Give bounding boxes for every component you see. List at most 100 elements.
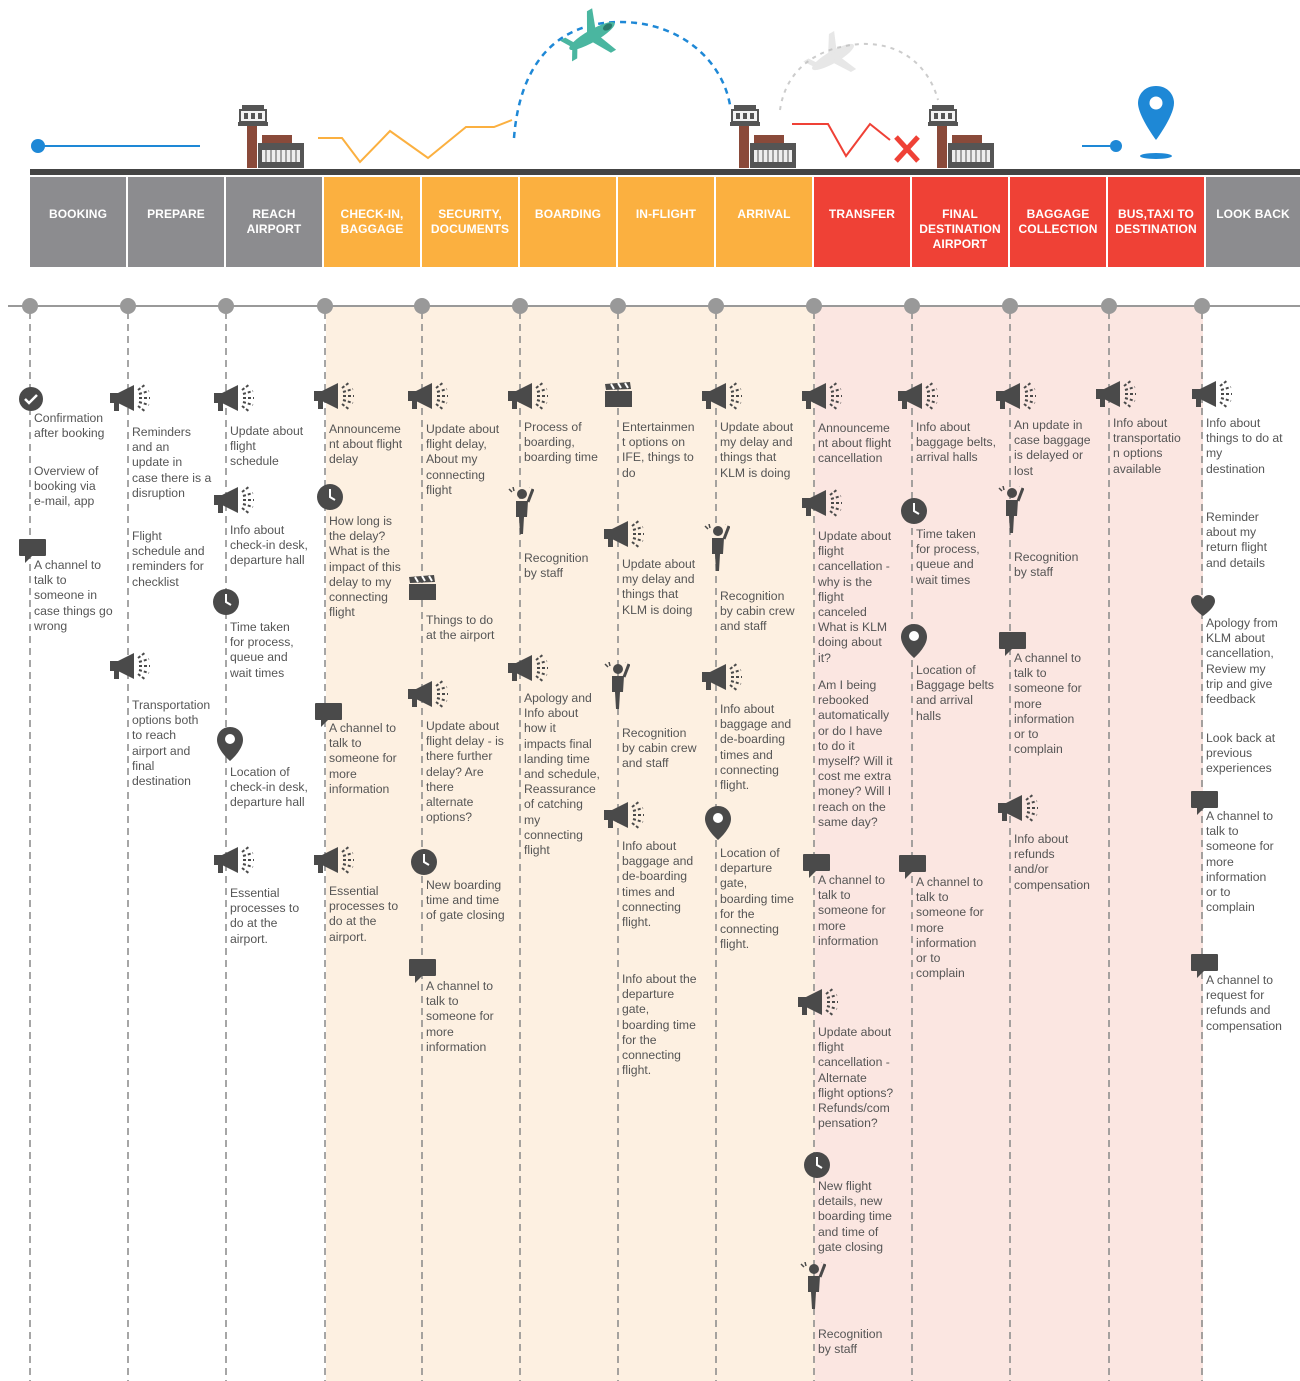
touchpoint-label: Look back at previous experiences [1206,731,1276,776]
stage-label: BUS,TAXI TO DESTINATION [1115,207,1197,236]
touchpoint-text: Recognition by cabin crew and staff [720,589,812,635]
timeline-node [904,298,920,314]
touchpoint-text: Location of Baggage belts and arrival ha… [916,663,1008,724]
touchpoint-text: A channel to request for refunds and com… [1206,973,1298,1034]
airplane-icon [560,8,617,62]
stage-transfer: TRANSFER [814,177,910,267]
megaphone-icon [1188,378,1234,415]
touchpoint-label: Info about things to do at my destinatio… [1206,416,1283,476]
touchpoint-text: A channel to talk to someone for more in… [329,721,421,797]
stage-label: IN-FLIGHT [635,207,697,221]
touchpoint-label: Location of departure gate, boarding tim… [720,846,794,952]
touchpoint-text: Overview of booking via e-mail, app [34,464,126,510]
touchpoint-label: A channel to request for refunds and com… [1206,973,1282,1033]
chat-icon [898,854,928,885]
touchpoint-label: Info about the departure gate, boarding … [622,972,697,1078]
heart-icon [1190,594,1216,623]
touchpoint-text: A channel to talk to someone for more in… [1014,651,1106,757]
touchpoint-label: Info about refunds and/or compensation [1014,832,1090,892]
touchpoint-label: Update about flight schedule [230,424,304,469]
touchpoint-text: Info about the departure gate, boarding … [622,972,714,1078]
stage-booking: BOOKING [30,177,126,267]
touchpoint-text: Info about baggage belts, arrival halls [916,420,1008,466]
stage-baggage-collection: BAGGAGE COLLECTION [1010,177,1106,267]
megaphone-icon [798,487,844,524]
touchpoint-text: Apology from KLM about cancellation, Rev… [1206,616,1298,707]
timeline-node [120,298,136,314]
touchpoint-text: Things to do at the airport [426,613,518,643]
orange-zigzag-line [318,119,513,164]
touchpoint-label: Am I being rebooked automatically or do … [818,678,893,829]
touchpoint-label: Recognition by cabin crew and staff [622,726,697,771]
touchpoint-label: Location of Baggage belts and arrival ha… [916,663,994,723]
megaphone-icon [310,844,356,881]
chat-icon [998,631,1028,662]
megaphone-icon [504,380,550,417]
touchpoint-label: Update about my delay and things that KL… [720,420,794,480]
staff-icon [800,1258,827,1315]
touchpoint-label: New flight details, new boarding time an… [818,1179,892,1254]
location-pin-icon [704,805,732,846]
touchpoint-text: A channel to talk to someone in case thi… [34,558,126,634]
touchpoint-label: Time taken for process, queue and wait t… [230,620,294,680]
megaphone-icon [798,380,844,417]
timeline-node [512,298,528,314]
touchpoint-text: Apology and Info about how it impacts fi… [524,691,616,858]
airport-tower-icon [730,105,796,168]
touchpoint-label: A channel to talk to someone in case thi… [34,558,113,633]
touchpoint-text: Am I being rebooked automatically or do … [818,678,910,830]
staff-icon [604,658,631,715]
destination-pin-icon [1138,86,1174,159]
touchpoint-text: Transportation options both to reach air… [132,698,224,789]
timeline-node [22,298,38,314]
megaphone-icon [210,844,256,881]
stage-look-back: LOOK BACK [1206,177,1300,267]
touchpoint-text: An update in case baggage is delayed or … [1014,418,1106,479]
touchpoint-label: Recognition by staff [1014,550,1079,580]
stage-label: BAGGAGE COLLECTION [1018,207,1098,236]
megaphone-icon [404,380,450,417]
stage-arrival: ARRIVAL [716,177,812,267]
megaphone-icon [106,382,152,419]
touchpoint-label: Update about flight cancellation - Alter… [818,1025,894,1131]
megaphone-icon [1092,378,1138,415]
cancel-x-icon [894,135,920,163]
touchpoint-label: How long is the delay? What is the impac… [329,514,401,620]
stage-security-documents: SECURITY, DOCUMENTS [422,177,518,267]
touchpoint-label: Info about baggage belts, arrival halls [916,420,996,465]
touchpoint-label: An update in case baggage is delayed or … [1014,418,1091,478]
touchpoint-text: Info about baggage and de-boarding times… [622,839,714,930]
touchpoint-label: Announceme nt about flight delay [329,422,403,467]
touchpoint-label: New boarding time and time of gate closi… [426,878,505,923]
touchpoint-text: Recognition by cabin crew and staff [622,726,714,772]
touchpoint-text: Confirmation after booking [34,411,126,441]
megaphone-icon [894,380,940,417]
touchpoint-text: How long is the delay? What is the impac… [329,514,421,620]
touchpoint-label: Essential processes to do at the airport… [230,886,300,946]
stage-label: LOOK BACK [1216,207,1290,221]
megaphone-icon [600,799,646,836]
touchpoint-text: Update about flight delay, About my conn… [426,422,518,498]
megaphone-icon [994,792,1040,829]
touchpoint-text: Announceme nt about flight delay [329,422,421,468]
orange-phase-background [326,305,815,1381]
journey-illustration [30,8,1300,175]
touchpoint-text: Info about transportatio n options avail… [1113,416,1205,477]
touchpoint-label: Reminders and an update in case there is… [132,425,212,500]
megaphone-icon [404,678,450,715]
touchpoint-label: Recognition by staff [524,551,589,581]
touchpoint-text: A channel to talk to someone for more in… [1206,809,1298,915]
touchpoint-label: Things to do at the airport [426,613,495,643]
stage-label: CHECK-IN, BAGGAGE [340,207,404,236]
touchpoint-label: Info about baggage and de-boarding times… [622,839,694,930]
stage-label: REACH AIRPORT [246,207,302,236]
touchpoint-text: Info about refunds and/or compensation [1014,832,1106,893]
touchpoint-text: New boarding time and time of gate closi… [426,878,518,924]
touchpoint-text: Essential processes to do at the airport… [329,884,421,945]
chat-icon [1190,790,1220,821]
touchpoint-text: Update about flight cancellation - why i… [818,529,910,666]
touchpoint-label: Transportation options both to reach air… [132,698,211,789]
chat-icon [802,853,832,884]
airport-tower-icon [928,105,994,168]
touchpoint-text: Recognition by staff [524,551,616,581]
